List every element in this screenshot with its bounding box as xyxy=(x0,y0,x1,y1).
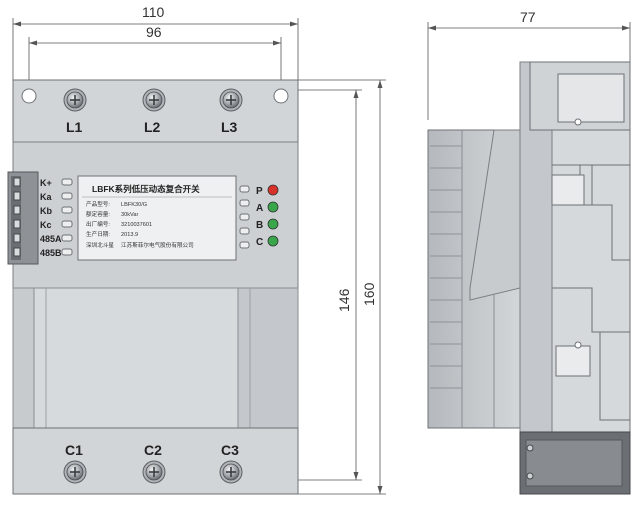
nameplate-row-value: 30kVar xyxy=(121,212,138,218)
signal-slot xyxy=(61,192,73,200)
side-latch-bottom xyxy=(555,345,591,377)
indicator-led-icon xyxy=(267,201,279,213)
terminal-screw-icon xyxy=(63,88,87,112)
terminal-screw-icon xyxy=(63,460,87,484)
signal-label: K+ xyxy=(40,178,52,188)
signal-label: 485B xyxy=(40,248,62,258)
signal-label: Kb xyxy=(40,206,52,216)
led-slot xyxy=(239,185,250,193)
terminal-label-bottom: C1 xyxy=(65,442,83,458)
front-view: LBFK系列低压动态复合开关 产品型号: LBFK30/G 额定容量: 30kV… xyxy=(7,79,299,495)
signal-pin xyxy=(13,205,21,215)
terminal-label-bottom: C3 xyxy=(221,442,239,458)
led-slot xyxy=(239,227,250,235)
led-slot xyxy=(239,213,250,221)
indicator-led-icon xyxy=(267,235,279,247)
signal-pin xyxy=(13,219,21,229)
led-label: B xyxy=(256,220,263,231)
led-slot xyxy=(239,199,250,207)
signal-slot xyxy=(61,220,73,228)
nameplate-row-label: 额定容量: xyxy=(86,210,110,218)
nameplate xyxy=(77,175,237,261)
indicator-led-icon xyxy=(267,184,279,196)
dim-hole-height: 146 xyxy=(336,288,352,312)
led-slot xyxy=(239,241,250,249)
dimension-arrows xyxy=(13,21,630,494)
dim-depth: 77 xyxy=(520,9,536,25)
signal-slot xyxy=(61,178,73,186)
dim-overall-height: 160 xyxy=(361,282,377,306)
side-latch-top xyxy=(551,174,585,206)
terminal-label-top: L2 xyxy=(144,119,161,135)
terminal-screw-icon xyxy=(219,460,243,484)
nameplate-row-value: 江苏斯菲尔电气股份有限公司 xyxy=(121,241,194,249)
nameplate-row-label: 生产日期: xyxy=(86,230,110,238)
signal-slot xyxy=(61,248,73,256)
terminal-screw-icon xyxy=(142,460,166,484)
terminal-label-top: L3 xyxy=(221,119,238,135)
dimension-lines xyxy=(12,18,631,495)
terminal-label-top: L1 xyxy=(66,119,83,135)
nameplate-row-value: 2013.9 xyxy=(121,232,138,238)
signal-slot xyxy=(61,206,73,214)
dim-overall-width: 110 xyxy=(142,4,165,20)
signal-slot xyxy=(61,234,73,242)
nameplate-row-value: 3210037601 xyxy=(121,222,152,228)
signal-label: 485A xyxy=(40,234,62,244)
signal-pin xyxy=(13,247,21,257)
dim-hole-spacing: 96 xyxy=(146,24,162,40)
nameplate-row-label: 出厂编号: xyxy=(86,220,110,228)
terminal-screw-icon xyxy=(142,88,166,112)
nameplate-row-value: LBFK30/G xyxy=(121,202,147,208)
led-label: C xyxy=(256,237,263,248)
nameplate-title: LBFK系列低压动态复合开关 xyxy=(92,184,200,194)
mount-hole-tr xyxy=(273,88,289,104)
signal-label: Kc xyxy=(40,220,52,230)
signal-pin xyxy=(13,177,21,187)
signal-pin xyxy=(13,233,21,243)
terminal-screw-icon xyxy=(219,88,243,112)
side-view xyxy=(427,61,631,495)
indicator-led-icon xyxy=(267,218,279,230)
nameplate-row-label: 产品型号: xyxy=(86,200,110,208)
nameplate-row-label: 深圳北斗星 xyxy=(86,241,114,249)
signal-label: Ka xyxy=(40,192,52,202)
led-label: A xyxy=(256,203,263,214)
led-label: P xyxy=(256,186,263,197)
terminal-label-bottom: C2 xyxy=(144,442,162,458)
mount-hole-tl xyxy=(21,88,37,104)
signal-pin xyxy=(13,191,21,201)
